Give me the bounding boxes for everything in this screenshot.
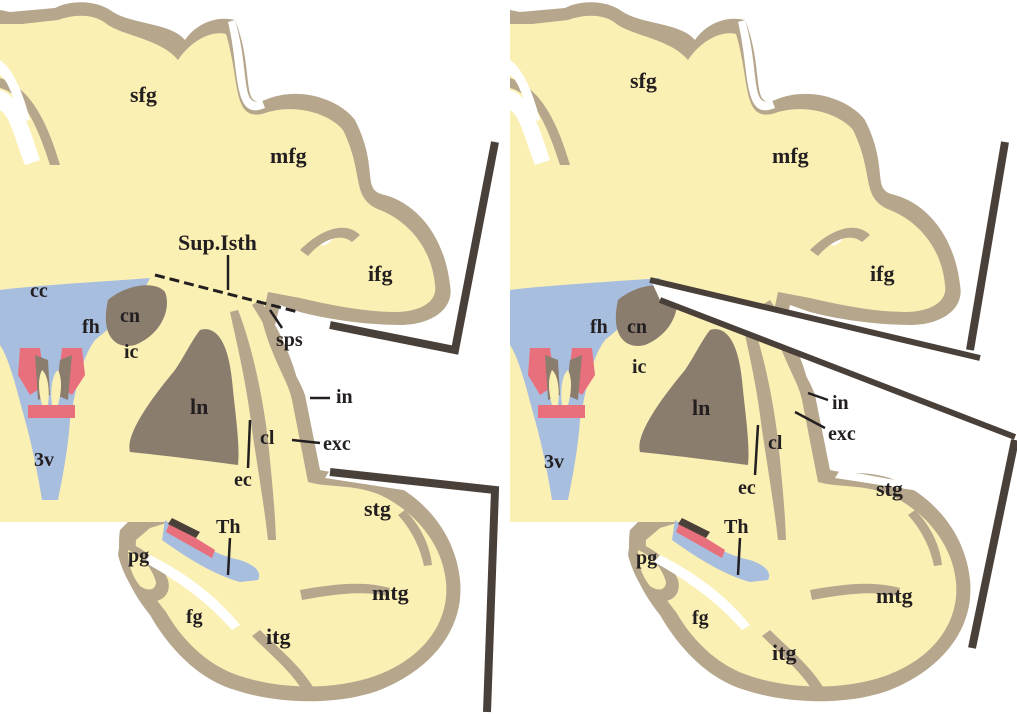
upper-right-frame — [970, 142, 1005, 350]
label-fh-right: fh — [590, 316, 608, 338]
label-3v-right: 3v — [544, 451, 564, 473]
label-exc-right: exc — [828, 423, 856, 445]
label-cl-right: cl — [768, 432, 783, 454]
label-th-right: Th — [724, 516, 748, 538]
label-ec-right: ec — [738, 477, 756, 499]
label-cc: cc — [30, 280, 48, 302]
label-cn-right: cn — [627, 316, 647, 338]
label-mfg-right: mfg — [772, 143, 809, 168]
label-mtg-right: mtg — [876, 583, 913, 608]
label-mfg: mfg — [270, 143, 307, 168]
label-sup-isth: Sup.Isth — [178, 230, 257, 255]
label-ic-right: ic — [632, 356, 647, 378]
panel-after-disconnection: sfg mfg ifg fh cn ic ln in cl exc ec 3v … — [510, 2, 1015, 701]
label-3v: 3v — [34, 449, 54, 471]
label-itg-right: itg — [772, 640, 796, 665]
label-ln: ln — [190, 394, 208, 419]
label-stg-right: stg — [876, 476, 903, 501]
label-sps: sps — [276, 329, 303, 351]
label-th: Th — [216, 516, 240, 538]
label-ifg-right: ifg — [870, 261, 894, 286]
label-stg: stg — [364, 496, 391, 521]
label-ifg: ifg — [368, 261, 392, 286]
lower-right-frame — [972, 440, 1015, 648]
label-fg-right: fg — [692, 607, 709, 629]
label-ic: ic — [124, 341, 139, 363]
label-sfg-right: sfg — [630, 68, 657, 93]
label-pg-right: pg — [636, 547, 657, 569]
label-exc: exc — [323, 433, 351, 455]
panel-before-disconnection: sfg mfg ifg Sup.Isth cc fh cn ic sps ln … — [0, 2, 495, 712]
label-in-right: in — [832, 392, 849, 414]
label-cn: cn — [120, 305, 140, 327]
label-fh: fh — [82, 316, 100, 338]
label-sfg: sfg — [130, 82, 157, 107]
label-in: in — [336, 386, 353, 408]
label-itg: itg — [266, 624, 290, 649]
label-fg: fg — [186, 606, 203, 628]
label-ln-right: ln — [692, 395, 710, 420]
label-pg: pg — [128, 545, 149, 567]
label-ec: ec — [234, 469, 252, 491]
label-cl: cl — [260, 427, 275, 449]
label-mtg: mtg — [372, 580, 409, 605]
